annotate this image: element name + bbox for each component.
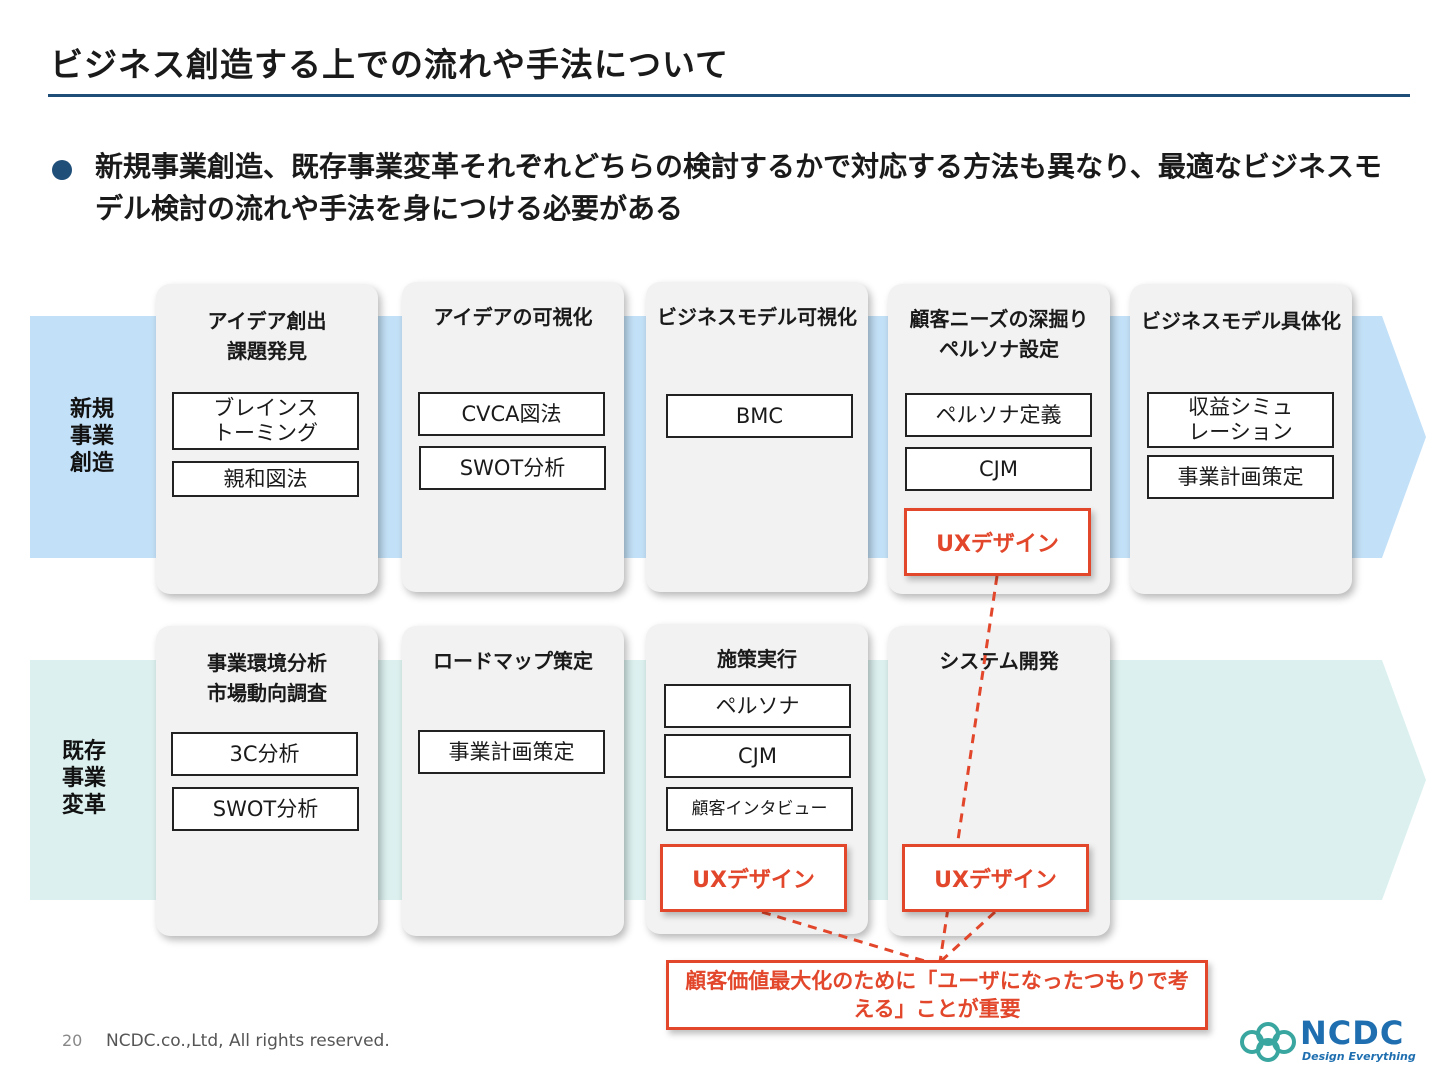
ux-design-box-new: UXデザイン (904, 508, 1091, 576)
method-tag: 3C分析 (171, 732, 358, 776)
logo-tagline: Design Everything (1302, 1050, 1416, 1063)
card-title: ロードマップ策定 (433, 649, 593, 673)
card-title: 事業環境分析 市場動向調査 (207, 651, 327, 705)
method-tag: CVCA図法 (418, 392, 605, 436)
method-tag: SWOT分析 (419, 446, 606, 490)
method-tag: ブレインス トーミング (172, 392, 359, 450)
card-idea-creation: アイデア創出 課題発見 ブレインス トーミング 親和図法 (156, 284, 378, 594)
method-tag: 事業計画策定 (418, 730, 605, 774)
method-tag: 顧客インタビュー (666, 787, 853, 831)
ux-design-box-system: UXデザイン (902, 844, 1089, 912)
card-title: アイデア創出 課題発見 (207, 309, 327, 363)
method-tag: BMC (666, 394, 853, 438)
bullet-dot-icon (52, 160, 72, 180)
page-title: ビジネス創造する上での流れや手法について (50, 45, 730, 84)
ncdc-knot-logo-icon (1240, 1022, 1296, 1062)
title-divider (48, 94, 1410, 97)
method-tag: CJM (664, 734, 851, 778)
logo-wordmark: NCDC (1300, 1014, 1405, 1052)
method-tag: 親和図法 (172, 461, 359, 497)
card-title: 顧客ニーズの深掘り ペルソナ設定 (909, 307, 1089, 361)
card-title: アイデアの可視化 (433, 305, 593, 329)
page-number: 20 (62, 1031, 83, 1050)
method-tag: ペルソナ定義 (905, 393, 1092, 437)
card-roadmap: ロードマップ策定 事業計画策定 (402, 626, 624, 936)
method-tag: 事業計画策定 (1147, 455, 1334, 499)
card-business-environment: 事業環境分析 市場動向調査 3C分析 SWOT分析 (156, 626, 378, 936)
row-label-new-business: 新規 事業 創造 (69, 397, 114, 476)
copyright: NCDC.co.,Ltd, All rights reserved. (106, 1031, 390, 1051)
row-label-existing-business: 既存 事業 変革 (61, 739, 106, 818)
method-tag: SWOT分析 (172, 787, 359, 831)
card-title: ビジネスモデル具体化 (1141, 309, 1341, 333)
card-business-model-detail: ビジネスモデル具体化 収益シミュ レーション 事業計画策定 (1130, 284, 1352, 594)
summary-bullet: 新規事業創造、既存事業変革それぞれどちらの検討するかで対応する方法も異なり、最適… (95, 150, 1382, 225)
key-message-callout: 顧客価値最大化のために「ユーザになったつもりで考える」ことが重要 (666, 960, 1208, 1030)
card-business-model-visualization: ビジネスモデル可視化 BMC (646, 282, 868, 592)
method-tag: CJM (905, 447, 1092, 491)
card-title: システム開発 (939, 649, 1059, 673)
ux-design-box-execution: UXデザイン (660, 844, 847, 912)
card-idea-visualization: アイデアの可視化 CVCA図法 SWOT分析 (402, 282, 624, 592)
method-tag: 収益シミュ レーション (1147, 392, 1334, 448)
card-title: 施策実行 (717, 647, 797, 671)
card-title: ビジネスモデル可視化 (657, 305, 857, 329)
ncdc-logo: NCDC Design Everything (1236, 1014, 1416, 1066)
method-tag: ペルソナ (664, 684, 851, 728)
